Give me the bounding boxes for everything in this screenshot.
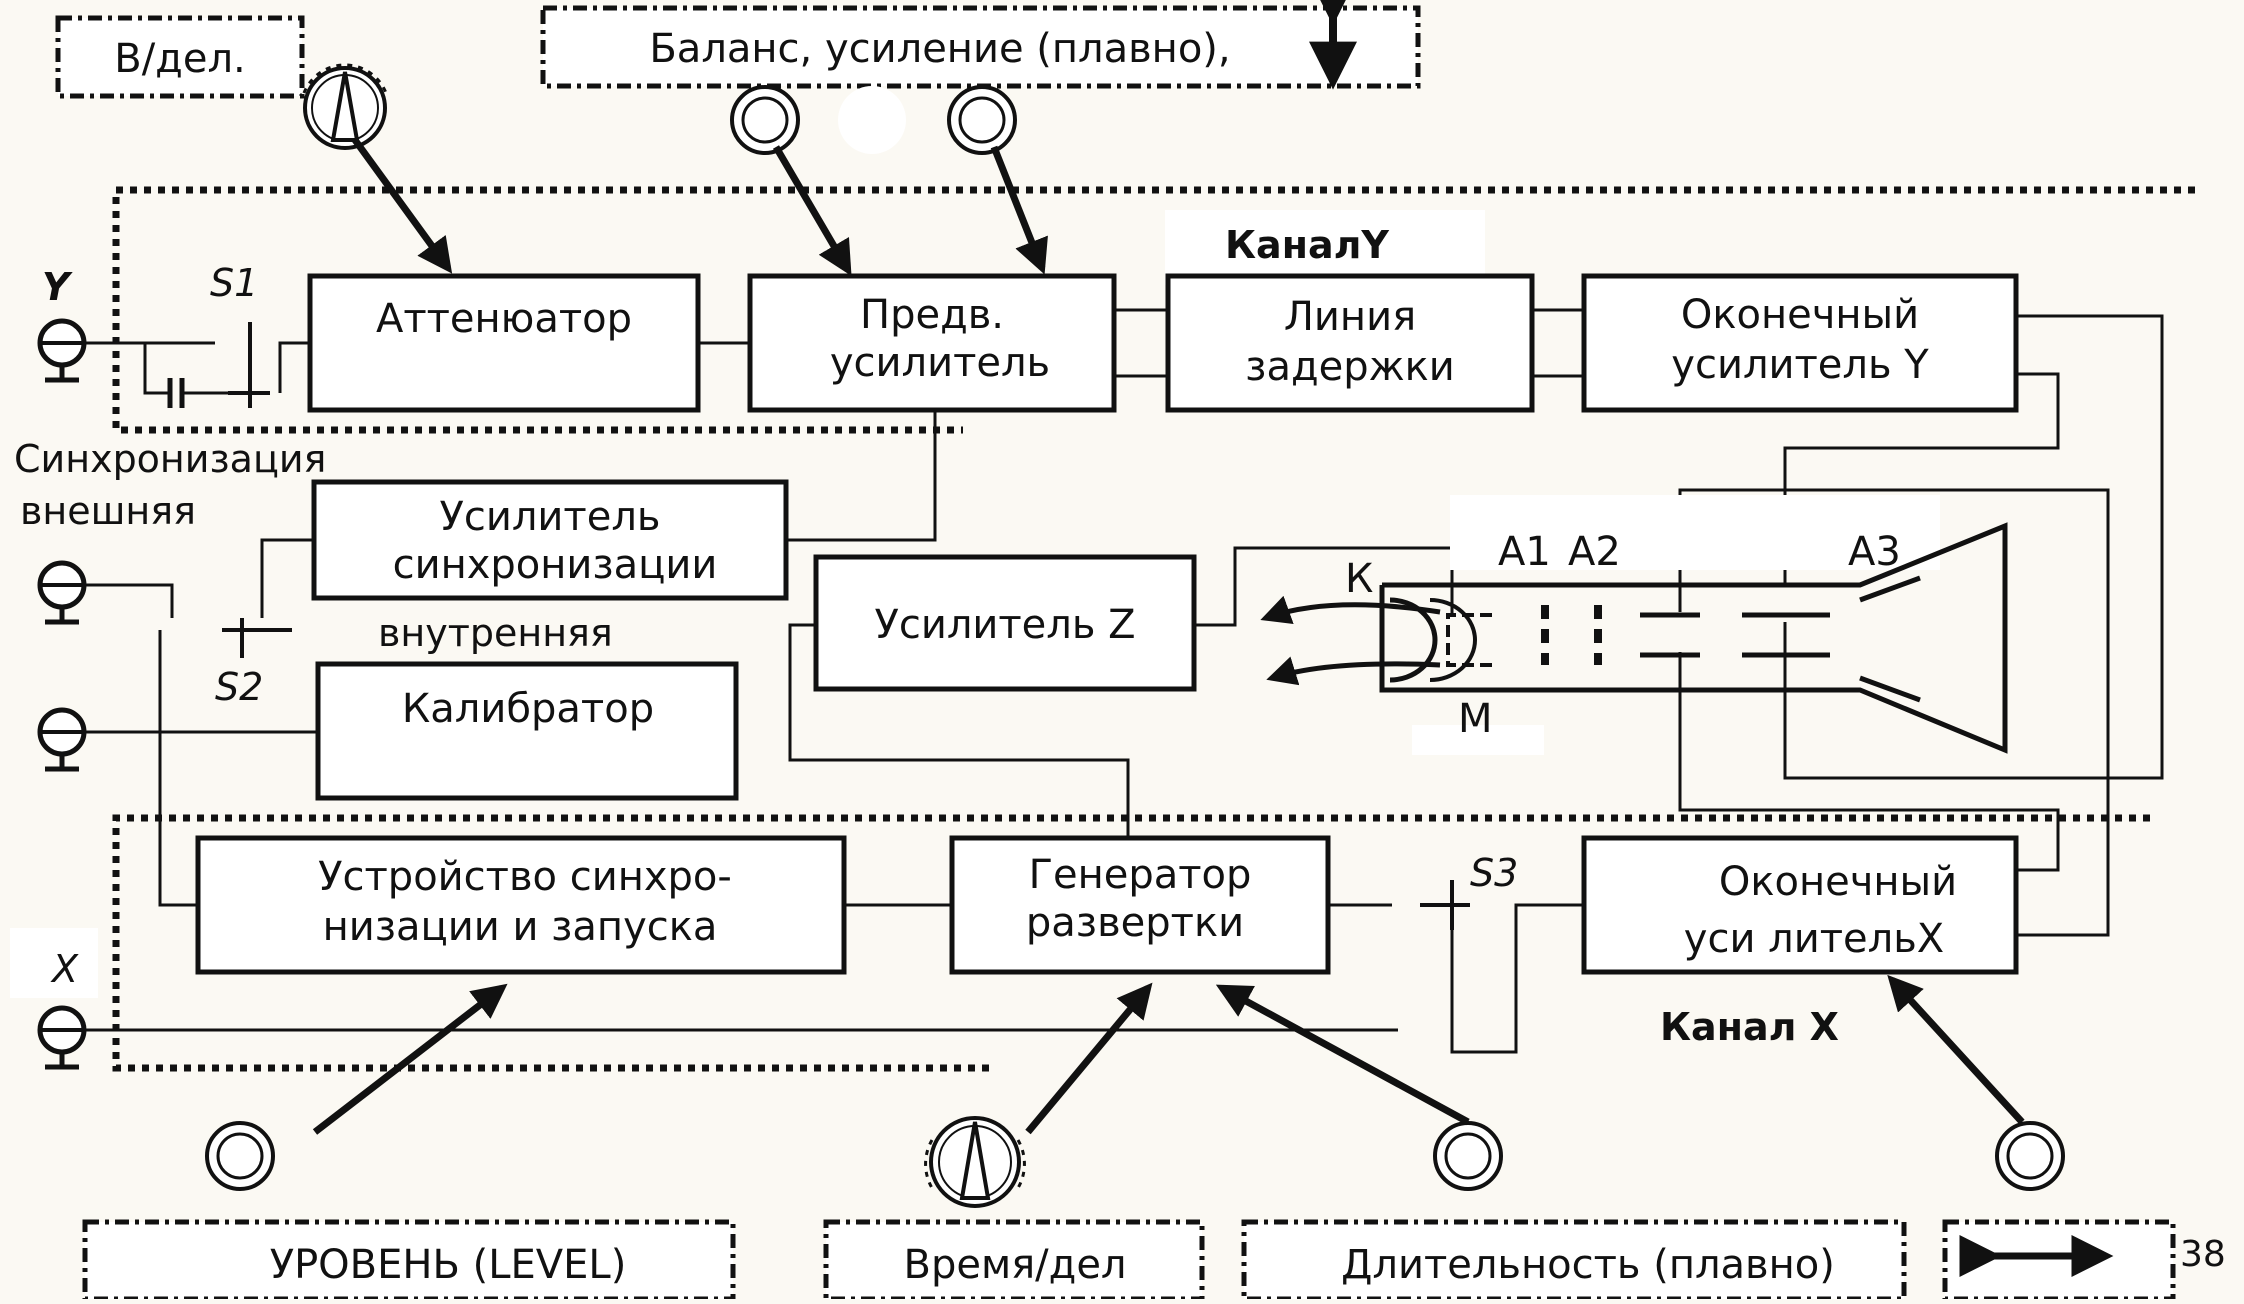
time-per-div-panel: Время/дел: [823, 1219, 1205, 1302]
anode1-label: А1: [1498, 529, 1551, 575]
horizontal-position-panel: [1942, 1219, 2176, 1302]
volts-per-div-label: В/дел.: [114, 36, 245, 82]
preamp-label-2: усилитель: [830, 340, 1050, 386]
input-x-label: X: [50, 947, 79, 991]
input-y-connector-icon[interactable]: [37, 318, 87, 383]
crt-anode-label-bg: [1450, 495, 1940, 570]
input-y-label: Y: [42, 265, 73, 309]
final-amp-x-label-1: Оконечный: [1719, 859, 1957, 905]
duration-fine-label: Длительность (плавно): [1341, 1242, 1835, 1288]
calibrator-label: Калибратор: [402, 686, 654, 732]
arrow-gain-to-preamp: [990, 145, 1048, 275]
final-amp-y-label-1: Оконечный: [1681, 292, 1919, 338]
sync-internal-label: внутренняя: [378, 611, 613, 655]
cathode-arc: [1389, 597, 1438, 683]
attenuator-label: Аттенюатор: [376, 296, 632, 342]
input-calibrator-connector-icon[interactable]: [37, 707, 87, 772]
sync-amp-block: Усилитель синхронизации: [311, 479, 789, 601]
s3-label: S3: [1470, 851, 1518, 895]
preamp-label-1: Предв.: [860, 292, 1004, 338]
sync-trigger-block: Устройство синхро- низации и запуска: [195, 835, 847, 975]
gain-knob-icon[interactable]: [947, 85, 1017, 155]
channel-x-border: [112, 814, 2150, 1072]
final-amp-x-block: Оконечный уси лительX: [1581, 835, 2019, 975]
channel-x-label: Канал X: [1660, 1005, 1839, 1049]
duration-knob-icon[interactable]: [1433, 1121, 1503, 1191]
delay-line-label-1: Линия: [1284, 294, 1416, 340]
volts-per-div-panel: В/дел.: [55, 15, 305, 99]
final-amp-x-label-2: уси лительX: [1684, 916, 1944, 962]
arrow-time-to-sweep: [1025, 982, 1153, 1135]
attenuator-block: Аттенюатор: [307, 273, 701, 413]
balance-gain-panel: Баланс, усиление (плавно),: [540, 0, 1421, 90]
modulator-label: М: [1458, 696, 1493, 742]
anode2-label: А2: [1568, 529, 1621, 575]
balance-knob-icon[interactable]: [730, 85, 800, 155]
wires: [62, 308, 2164, 1054]
arrow-position-to-final-x: [1887, 974, 2025, 1125]
sync-title-label: Синхронизация: [14, 437, 326, 481]
cathode-arc-inner: [1429, 598, 1477, 682]
input-x-connector-icon[interactable]: [37, 1005, 87, 1070]
sweep-generator-label-2: развертки: [1026, 900, 1244, 946]
input-x-label-bg: [10, 928, 98, 998]
level-knob-icon[interactable]: [205, 1121, 275, 1191]
blank-knob-placeholder: [838, 86, 906, 154]
crt-modulator-label-bg: [1412, 725, 1544, 755]
sweep-generator-block: Генератор развертки: [949, 835, 1331, 975]
level-label: УРОВЕНЬ (LEVEL): [270, 1242, 627, 1288]
s2-label: S2: [215, 665, 263, 709]
sync-trigger-label-1: Устройство синхро-: [318, 854, 732, 900]
final-amp-y-label-2: усилитель Y: [1671, 342, 1929, 388]
balance-gain-label: Баланс, усиление (плавно),: [649, 26, 1230, 72]
arrow-vdiv-to-attenuator: [352, 137, 453, 274]
input-ext-sync-connector-icon[interactable]: [37, 560, 87, 625]
arrow-duration-to-sweep: [1215, 984, 1470, 1126]
sync-trigger-label-2: низации и запуска: [323, 904, 718, 950]
page-number: 38: [2180, 1234, 2226, 1275]
preamp-block: Предв. усилитель: [747, 273, 1117, 413]
sync-amp-label-2: синхронизации: [393, 542, 718, 588]
horizontal-position-knob-icon[interactable]: [1995, 1121, 2065, 1191]
arrow-balance-to-preamp: [772, 145, 852, 277]
crt-tube: [1260, 495, 2008, 755]
sync-amp-label-1: Усилитель: [440, 494, 661, 540]
channel-y-label: КаналY: [1225, 223, 1389, 267]
final-amp-y-block: Оконечный усилитель Y: [1581, 273, 2019, 413]
volts-per-div-switch-icon[interactable]: [302, 63, 388, 150]
amp-z-label: Усилитель Z: [874, 602, 1135, 648]
channel-y-border: [112, 186, 2195, 434]
duration-fine-panel: Длительность (плавно): [1241, 1219, 1907, 1302]
delay-line-label-2: задержки: [1245, 344, 1455, 390]
s1-label: S1: [210, 261, 258, 305]
channel-y-label-bg: [1165, 210, 1485, 285]
cathode-label: К: [1345, 556, 1373, 602]
amp-z-block: Усилитель Z: [813, 554, 1197, 692]
time-per-div-switch-icon[interactable]: [924, 1116, 1026, 1208]
delay-line-block: Линия задержки: [1165, 273, 1535, 413]
anode3-label: А3: [1848, 529, 1901, 575]
time-per-div-label: Время/дел: [904, 1242, 1127, 1288]
calibrator-block: Калибратор: [315, 661, 739, 801]
sync-external-label: внешняя: [20, 489, 196, 533]
arrow-level-to-sync-trigger: [312, 983, 508, 1135]
sweep-generator-label-1: Генератор: [1029, 852, 1252, 898]
level-panel: УРОВЕНЬ (LEVEL): [82, 1219, 736, 1302]
